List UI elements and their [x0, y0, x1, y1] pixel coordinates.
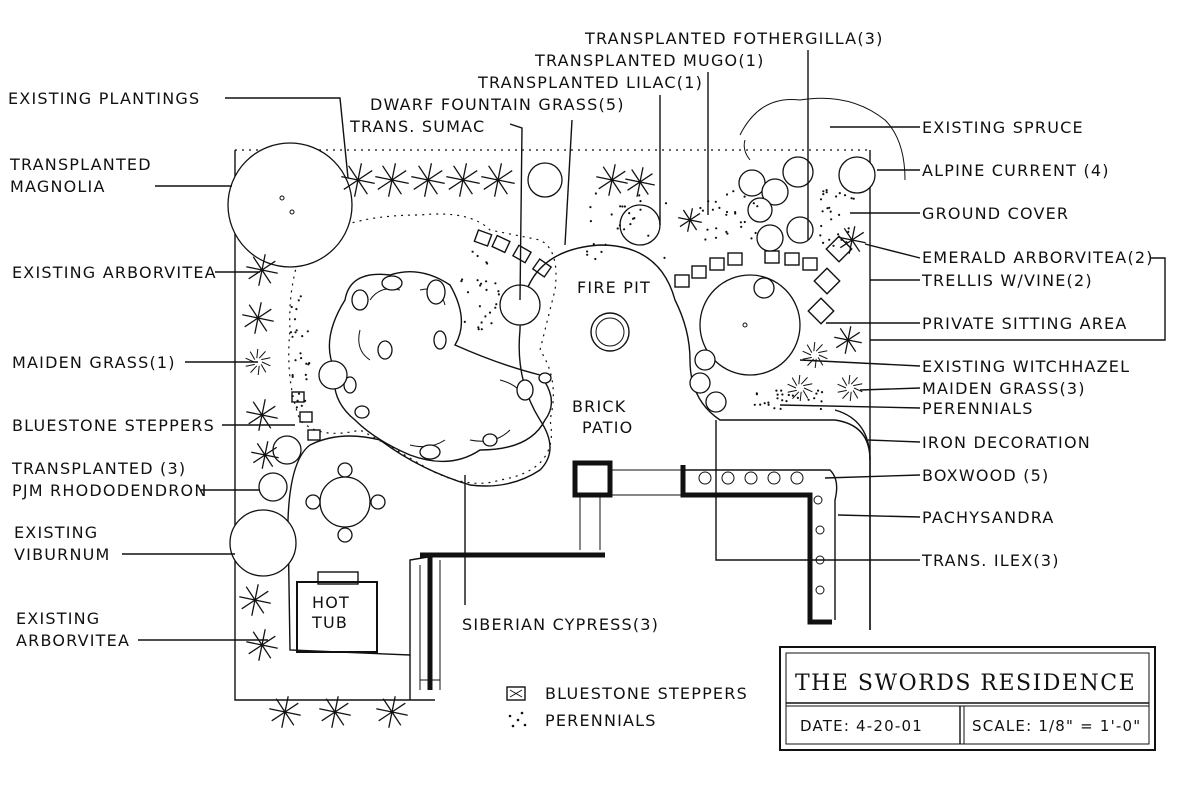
label-ground-cover: GROUND COVER: [922, 204, 1069, 223]
label-transplanted-lilac: TRANSPLANTED LILAC(1): [477, 73, 703, 92]
label-trans-ilex: TRANS. ILEX(3): [921, 551, 1060, 570]
label-private-sitting: PRIVATE SITTING AREA: [922, 314, 1128, 333]
hot-tub-label-1: HOT: [312, 593, 350, 612]
boxwood-row: [698, 471, 825, 595]
perennial-swatch-icon: [508, 711, 527, 728]
title-block-date: DATE: 4-20-01: [800, 717, 923, 735]
label-bluestone-steppers: BLUESTONE STEPPERS: [12, 416, 215, 435]
label-brick-patio-1: BRICK: [572, 397, 626, 416]
label-existing-spruce: EXISTING SPRUCE: [922, 118, 1084, 137]
label-existing-witchhazel: EXISTING WITCHHAZEL: [922, 357, 1130, 376]
label-existing-arborvitea-b2: ARBORVITEA: [16, 631, 130, 650]
grass-icon: [245, 348, 271, 376]
bluestone-steppers: [291, 229, 818, 441]
label-perennials: PERENNIALS: [922, 399, 1034, 418]
label-transplanted-mugo: TRANSPLANTED MUGO(1): [534, 51, 765, 70]
star-plant-icon: [341, 163, 375, 197]
label-existing-arborvitea: EXISTING ARBORVITEA: [12, 263, 217, 282]
title-block-title: THE SWORDS RESIDENCE: [795, 671, 1136, 696]
star-plant-icon: [239, 584, 271, 616]
star-plant-icon: [481, 163, 515, 197]
label-transplanted-rhodo-1: TRANSPLANTED (3): [11, 459, 186, 478]
label-transplanted-magnolia-1: TRANSPLANTED: [9, 155, 152, 174]
label-existing-viburnum-1: EXISTING: [14, 523, 98, 542]
label-existing-arborvitea-b1: EXISTING: [16, 609, 100, 628]
hot-tub: HOT TUB: [296, 571, 378, 653]
label-trellis: TRELLIS W/VINE(2): [921, 271, 1093, 290]
star-plant-icon: [678, 208, 702, 232]
patio-table: [305, 462, 386, 543]
stepper-swatch-icon: [506, 686, 526, 701]
star-plant-icon: [251, 441, 279, 469]
label-fire-pit: FIRE PIT: [577, 278, 651, 297]
grass-icon: [802, 341, 828, 369]
label-existing-plantings: EXISTING PLANTINGS: [8, 89, 200, 108]
label-alpine-current: ALPINE CURRENT (4): [922, 161, 1110, 180]
label-brick-patio-2: PATIO: [582, 418, 633, 437]
plant-labels: EXISTING PLANTINGS TRANSPLANTED MAGNOLIA…: [8, 29, 1154, 650]
label-transplanted-fothergilla: TRANSPLANTED FOTHERGILLA(3): [584, 29, 884, 48]
perennial-texture: [289, 189, 855, 411]
fire-pit: [590, 312, 630, 352]
star-plant-icon: [246, 399, 278, 431]
grass-icon: [787, 374, 813, 402]
star-plant-icon: [625, 167, 655, 197]
trees: [227, 142, 876, 577]
star-plant-icon: [446, 163, 480, 197]
star-plant-icon: [375, 163, 409, 197]
pond: [328, 270, 553, 463]
label-dwarf-fountain-grass: DWARF FOUNTAIN GRASS(5): [370, 95, 625, 114]
star-plant-icon: [376, 696, 408, 728]
star-plant-icon: [411, 163, 445, 197]
hot-tub-label-2: TUB: [311, 613, 348, 632]
grass-icon: [837, 374, 863, 402]
title-block-scale: SCALE: 1/8" = 1'-0": [972, 717, 1141, 735]
star-plant-icon: [246, 629, 278, 661]
magnolia-tree-icon: [227, 142, 353, 268]
star-plant-icon: [269, 696, 301, 728]
label-boxwood: BOXWOOD (5): [922, 466, 1050, 485]
label-iron-decoration: IRON DECORATION: [922, 433, 1091, 452]
house-walls: [419, 460, 838, 690]
label-trans-sumac: TRANS. SUMAC: [349, 117, 485, 136]
label-pachysandra: PACHYSANDRA: [922, 508, 1055, 527]
brick-patio: [287, 244, 871, 700]
label-siberian-cypress: SIBERIAN CYPRESS(3): [462, 615, 659, 634]
private-sitting-area: [807, 235, 853, 325]
label-transplanted-rhodo-2: PJM RHODODENDRON: [12, 481, 208, 500]
existing-spruce: [739, 97, 906, 181]
viburnum-tree-icon: [229, 509, 297, 577]
label-emerald-arborvitea: EMERALD ARBORVITEA(2): [922, 248, 1154, 267]
leader-lines: [122, 50, 1166, 641]
label-maiden-grass-1: MAIDEN GRASS(1): [12, 353, 176, 372]
legend-bluestone-steppers: BLUESTONE STEPPERS: [545, 684, 748, 703]
label-existing-viburnum-2: VIBURNUM: [14, 545, 111, 564]
title-block: THE SWORDS RESIDENCE DATE: 4-20-01 SCALE…: [779, 646, 1156, 751]
legend: BLUESTONE STEPPERS PERENNIALS: [506, 684, 748, 730]
label-maiden-grass-3: MAIDEN GRASS(3): [922, 379, 1086, 398]
star-plant-icon: [596, 164, 628, 196]
witchhazel-tree-icon: [699, 274, 801, 376]
star-plant-icon: [838, 226, 866, 254]
star-plants: [239, 163, 866, 728]
label-transplanted-magnolia-2: MAGNOLIA: [10, 177, 106, 196]
star-plant-icon: [834, 326, 862, 354]
legend-perennials: PERENNIALS: [545, 711, 657, 730]
star-plant-icon: [242, 302, 274, 334]
star-plant-icon: [319, 696, 351, 728]
